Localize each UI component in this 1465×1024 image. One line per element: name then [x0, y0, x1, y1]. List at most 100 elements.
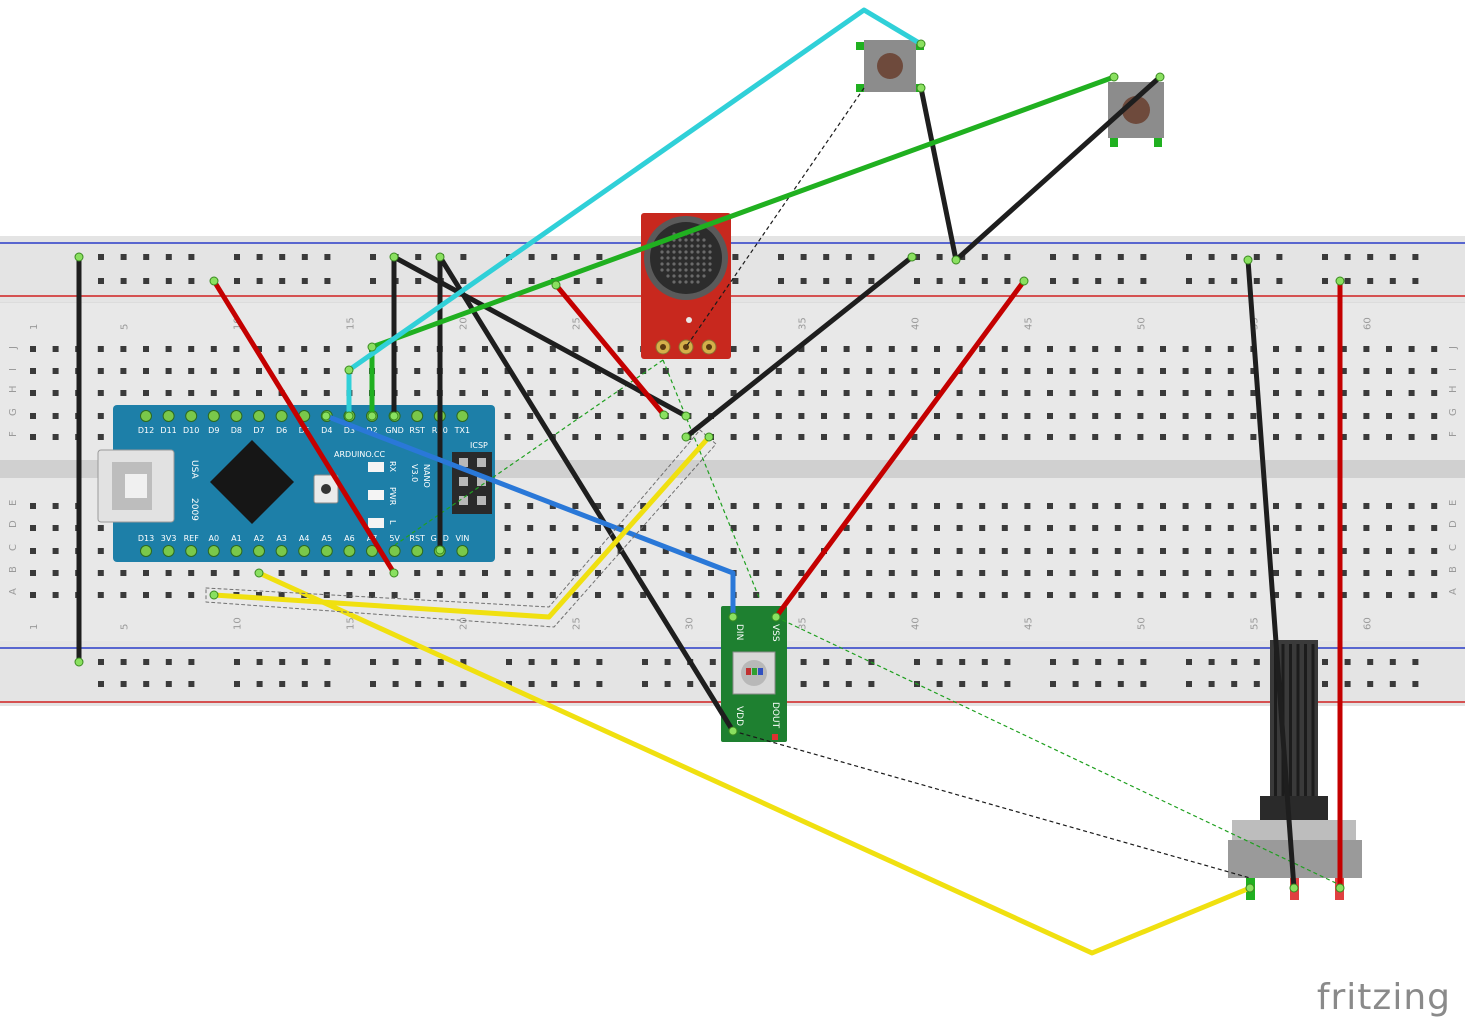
hole: [1047, 592, 1053, 598]
rail-hole: [868, 681, 875, 687]
wire-endpoint[interactable]: [389, 252, 399, 262]
hole: [798, 346, 805, 352]
wire-endpoint[interactable]: [681, 432, 691, 442]
hole: [1160, 390, 1166, 396]
hole: [414, 368, 421, 374]
rail-hole: [1095, 659, 1102, 665]
hole: [1295, 570, 1302, 576]
mesh-dot: [690, 262, 694, 266]
wire-endpoint[interactable]: [344, 365, 354, 375]
wire-endpoint[interactable]: [1155, 72, 1165, 82]
wire-endpoint[interactable]: [367, 342, 377, 352]
nano-bottom-pin: [343, 545, 356, 557]
hole: [414, 570, 421, 576]
hole: [482, 592, 488, 598]
rail-hole: [936, 254, 943, 260]
hole: [1250, 368, 1257, 374]
wire-endpoint[interactable]: [916, 39, 926, 49]
hole: [934, 434, 940, 440]
nano-top-pin: [185, 410, 198, 422]
wire-endpoint[interactable]: [907, 252, 917, 262]
hole: [956, 503, 963, 509]
hole: [1024, 548, 1031, 554]
hole: [753, 570, 760, 576]
hole: [1069, 434, 1076, 440]
wire-endpoint[interactable]: [551, 280, 561, 290]
hole: [911, 413, 918, 419]
row-letter: E: [1448, 500, 1459, 506]
rail-hole: [800, 254, 807, 260]
wire-endpoint[interactable]: [1109, 72, 1119, 82]
rail-hole: [732, 278, 739, 284]
icsp-pin: [477, 458, 486, 467]
mesh-dot: [660, 250, 664, 254]
hole: [1408, 390, 1415, 396]
hole: [1363, 434, 1370, 440]
wire-endpoint[interactable]: [321, 411, 331, 421]
wire-endpoint[interactable]: [728, 726, 738, 736]
rail-hole: [256, 659, 263, 665]
row-letter: A: [8, 588, 19, 595]
rail-hole: [392, 659, 399, 665]
wire-endpoint[interactable]: [681, 411, 691, 421]
wire-endpoint[interactable]: [1289, 883, 1299, 893]
led-din-label: DIN: [734, 624, 744, 640]
hole: [934, 548, 940, 554]
wire-endpoint[interactable]: [728, 612, 738, 622]
hole: [911, 346, 918, 352]
hole: [888, 503, 895, 509]
rail-hole: [1095, 681, 1102, 687]
hole: [1408, 503, 1415, 509]
wire-endpoint[interactable]: [771, 612, 781, 622]
nano-bottom-pin: [140, 545, 152, 557]
wire-endpoint[interactable]: [435, 545, 445, 555]
wire-endpoint[interactable]: [367, 411, 377, 421]
hole: [1431, 346, 1438, 352]
hole: [866, 592, 873, 598]
hole: [1386, 548, 1392, 554]
mesh-dot: [690, 244, 694, 248]
wire-endpoint[interactable]: [1335, 276, 1345, 286]
hole: [753, 525, 760, 531]
wire-endpoint[interactable]: [344, 411, 354, 421]
wire-endpoint[interactable]: [951, 255, 961, 265]
wire-endpoint[interactable]: [1243, 255, 1253, 265]
hole: [640, 368, 647, 374]
wire-endpoint[interactable]: [209, 590, 219, 600]
hole: [572, 346, 579, 352]
wire-endpoint[interactable]: [916, 83, 926, 93]
hole: [821, 525, 827, 531]
hole: [120, 570, 127, 576]
wire-endpoint[interactable]: [1335, 883, 1345, 893]
rail-hole: [687, 681, 694, 687]
wire-endpoint[interactable]: [1245, 883, 1255, 893]
rail-hole: [778, 278, 784, 284]
hole: [1295, 525, 1302, 531]
wire-endpoint[interactable]: [74, 657, 84, 667]
wire-endpoint[interactable]: [389, 411, 399, 421]
wire-endpoint[interactable]: [209, 276, 219, 286]
hole: [979, 368, 986, 374]
nano-maker-label: ARDUINO.CC: [334, 450, 385, 459]
wire-endpoint[interactable]: [389, 568, 399, 578]
wire-endpoint[interactable]: [1019, 276, 1029, 286]
hole: [1182, 525, 1189, 531]
wire-endpoint[interactable]: [74, 252, 84, 262]
hole: [527, 592, 534, 598]
mesh-dot: [678, 256, 682, 260]
hole: [97, 592, 104, 598]
wire-endpoint[interactable]: [704, 432, 714, 442]
hole: [143, 346, 149, 352]
nano-bottom-pin: [275, 545, 288, 557]
wire-endpoint[interactable]: [435, 252, 445, 262]
hole: [1024, 592, 1031, 598]
wire-endpoint[interactable]: [254, 568, 264, 578]
push-button-1[interactable]: [856, 40, 924, 92]
mesh-dot: [660, 256, 664, 260]
rail-hole: [1140, 254, 1147, 260]
wire-endpoint[interactable]: [659, 410, 669, 420]
nano-top-pin: [411, 410, 424, 422]
rail-hole: [596, 681, 603, 687]
rail-hole: [1367, 681, 1374, 687]
hole: [1047, 503, 1053, 509]
